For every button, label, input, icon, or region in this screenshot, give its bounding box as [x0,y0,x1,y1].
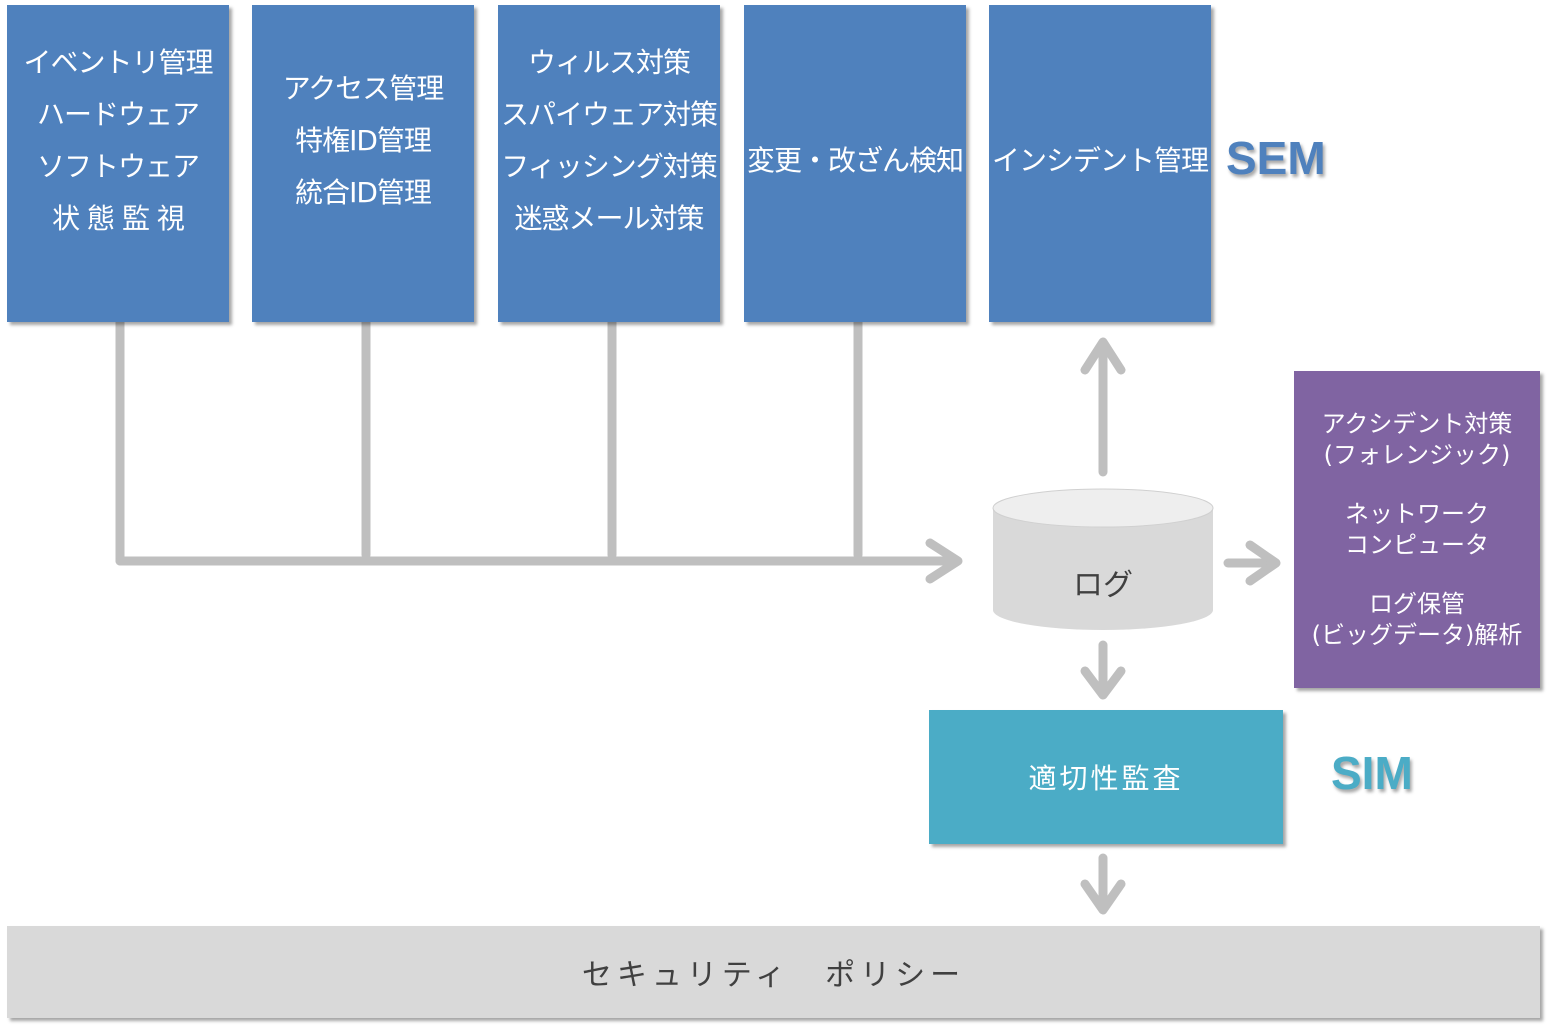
box-line: フィッシング対策 [501,150,717,183]
audit-label: 適切性監査 [1028,762,1184,795]
box-line: インシデント管理 [991,144,1209,177]
down-arrowhead-2 [1080,879,1126,915]
database-icon [992,488,1214,630]
analysis-line: (フォレンジック) [1323,440,1511,469]
analysis-line: アクシデント対策 [1321,409,1513,438]
analysis-line: ネットワーク [1345,499,1489,528]
antivirus-box: ウィルス対策 スパイウェア対策 フィッシング対策 迷惑メール対策 [498,5,720,322]
right-arrowhead [1245,540,1281,586]
access-management-box: アクセス管理 特権ID管理 統合ID管理 [252,5,474,322]
bus-arrowhead [925,538,963,584]
box-line: 状 態 監 視 [52,202,185,235]
box-line: イベントリ管理 [23,46,213,79]
box-line: ウィルス対策 [527,46,691,79]
sem-label: SEM [1226,132,1326,184]
box-line: アクセス管理 [282,72,445,105]
box-line: ソフトウェア [36,150,200,183]
box-line: 迷惑メール対策 [514,202,704,235]
box-line: 特権ID管理 [295,124,432,157]
analysis-line: コンピュータ [1345,530,1489,559]
security-policy-bar: セキュリティ ポリシー [7,926,1540,1018]
box-line: ハードウェア [36,98,200,131]
log-label: ログ [1073,568,1133,603]
analysis-line: (ビッグデータ)解析 [1311,620,1523,649]
compliance-audit-box: 適切性監査 [929,710,1283,844]
up-arrowhead [1080,337,1126,375]
down-arrowhead-1 [1080,666,1126,700]
analysis-line: ログ保管 [1369,589,1465,618]
inventory-management-box: イベントリ管理 ハードウェア ソフトウェア 状 態 監 視 [7,5,229,322]
log-analysis-box: アクシデント対策 (フォレンジック) ネットワーク コンピュータ ログ保管 (ビ… [1294,371,1540,688]
incident-management-box: インシデント管理 [989,5,1211,322]
log-database: ログ [991,488,1215,632]
box-line: 統合ID管理 [295,176,432,209]
box-line: スパイウェア対策 [500,98,718,131]
security-policy-label: セキュリティ ポリシー [581,958,966,993]
tamper-detection-box: 変更・改ざん検知 [744,5,966,322]
box-line: 変更・改ざん検知 [746,144,964,177]
sim-label: SIM [1331,747,1413,799]
